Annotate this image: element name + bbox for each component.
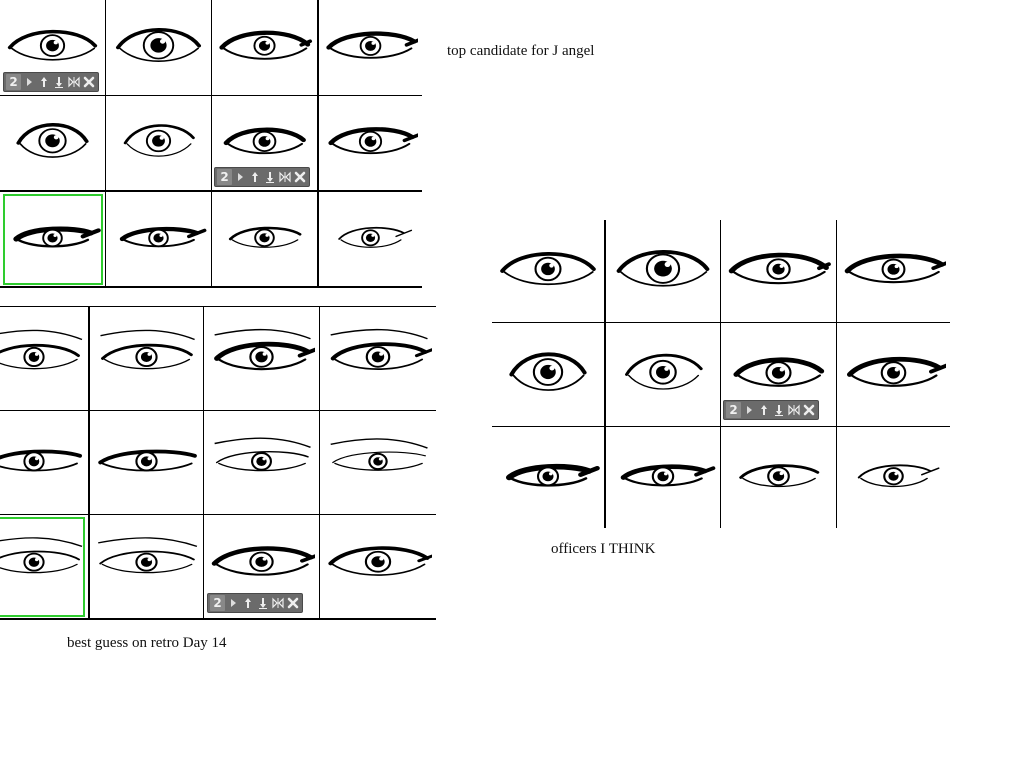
eye-thumbnail[interactable]: [496, 431, 600, 524]
caption-top-candidate: top candidate for J angel: [447, 43, 595, 59]
eye-thumbnail[interactable]: [110, 4, 207, 91]
move-down-icon[interactable]: [263, 169, 277, 185]
move-down-icon[interactable]: [256, 595, 270, 611]
eye-thumbnail[interactable]: [323, 4, 418, 91]
eye-thumbnail[interactable]: [496, 224, 600, 318]
eye-thumbnail[interactable]: [110, 100, 207, 186]
thumbnail-toolbar: 2: [207, 593, 303, 613]
eye-thumbnail[interactable]: [208, 415, 315, 510]
close-icon[interactable]: [286, 595, 300, 611]
eye-thumbnail[interactable]: [610, 224, 716, 318]
eye-board-top-left: [0, 0, 422, 288]
flip-icon[interactable]: [787, 402, 801, 418]
layer-count-badge[interactable]: 2: [210, 595, 225, 611]
eye-thumbnail[interactable]: [208, 311, 315, 406]
eye-thumbnail[interactable]: [725, 224, 832, 318]
eye-thumbnail[interactable]: [216, 196, 313, 282]
eye-thumbnail[interactable]: [610, 327, 716, 422]
flip-icon[interactable]: [67, 74, 81, 90]
eye-thumbnail[interactable]: [0, 415, 84, 510]
caption-retro: best guess on retro Day 14: [67, 635, 227, 651]
eye-thumbnail[interactable]: [496, 327, 600, 422]
move-down-icon[interactable]: [772, 402, 786, 418]
eye-thumbnail[interactable]: [4, 196, 101, 282]
play-arrow-icon[interactable]: [742, 402, 756, 418]
caption-officers: officers I THINK: [551, 541, 656, 557]
eye-thumbnail[interactable]: [324, 311, 432, 406]
eye-thumbnail[interactable]: [610, 431, 716, 524]
eye-thumbnail[interactable]: [0, 519, 84, 608]
eye-thumbnail[interactable]: [4, 100, 101, 186]
eye-thumbnail[interactable]: [323, 196, 418, 282]
move-up-icon[interactable]: [241, 595, 255, 611]
move-down-icon[interactable]: [52, 74, 66, 90]
eye-thumbnail[interactable]: [725, 431, 832, 524]
eye-thumbnail[interactable]: [208, 519, 315, 608]
eye-board-bottom-left: [0, 306, 436, 620]
thumbnail-toolbar: 2: [3, 72, 99, 92]
eye-thumbnail[interactable]: [94, 519, 199, 608]
eye-thumbnail[interactable]: [4, 4, 101, 91]
eye-thumbnail[interactable]: [216, 4, 313, 91]
close-icon[interactable]: [293, 169, 307, 185]
layer-count-badge[interactable]: 2: [726, 402, 741, 418]
eye-thumbnail[interactable]: [841, 224, 946, 318]
flip-icon[interactable]: [278, 169, 292, 185]
flip-icon[interactable]: [271, 595, 285, 611]
thumbnail-toolbar: 2: [723, 400, 819, 420]
play-arrow-icon[interactable]: [233, 169, 247, 185]
eye-thumbnail[interactable]: [94, 311, 199, 406]
layer-count-badge[interactable]: 2: [6, 74, 21, 90]
play-arrow-icon[interactable]: [226, 595, 240, 611]
close-icon[interactable]: [82, 74, 96, 90]
eye-thumbnail[interactable]: [841, 327, 946, 422]
eye-thumbnail[interactable]: [216, 100, 313, 186]
selection-frame: [3, 194, 103, 285]
layer-count-badge[interactable]: 2: [217, 169, 232, 185]
thumbnail-toolbar: 2: [214, 167, 310, 187]
eye-thumbnail[interactable]: [725, 327, 832, 422]
eye-thumbnail[interactable]: [0, 311, 84, 406]
eye-thumbnail[interactable]: [324, 415, 432, 510]
eye-thumbnail[interactable]: [110, 196, 207, 282]
eye-thumbnail[interactable]: [324, 519, 432, 608]
move-up-icon[interactable]: [37, 74, 51, 90]
eye-thumbnail[interactable]: [94, 415, 199, 510]
play-arrow-icon[interactable]: [22, 74, 36, 90]
move-up-icon[interactable]: [248, 169, 262, 185]
eye-board-right: [492, 220, 950, 528]
eye-thumbnail[interactable]: [323, 100, 418, 186]
close-icon[interactable]: [802, 402, 816, 418]
selection-frame: [0, 517, 85, 617]
eye-thumbnail[interactable]: [841, 431, 946, 524]
move-up-icon[interactable]: [757, 402, 771, 418]
